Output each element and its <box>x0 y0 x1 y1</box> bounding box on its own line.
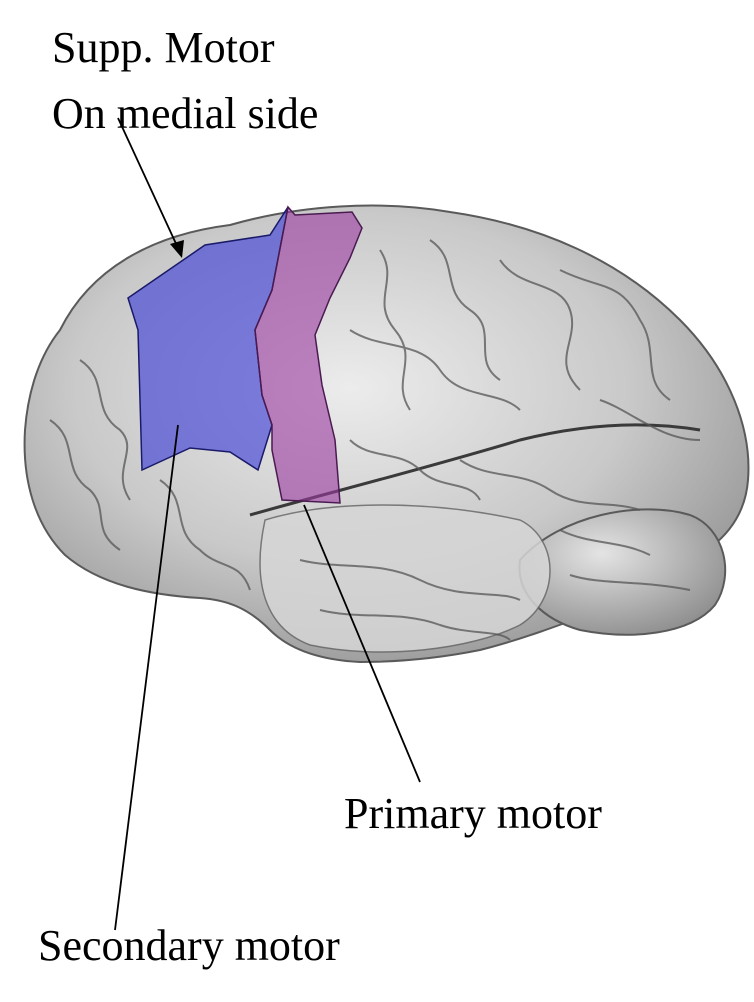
brain-illustration-icon <box>23 204 750 664</box>
supp-motor-label-line1: Supp. Motor <box>52 23 275 72</box>
leader-lines <box>114 117 421 931</box>
secondary-motor-leader <box>114 424 179 931</box>
gyri-texture <box>49 239 701 641</box>
supp-motor-arrowhead <box>170 240 184 258</box>
supp-motor-leader <box>117 117 179 249</box>
temporal-lobe <box>259 504 551 653</box>
primary-motor-label: Primary motor <box>344 789 602 838</box>
supp-motor-label-line2: On medial side <box>52 89 319 138</box>
secondary-motor-label: Secondary motor <box>38 921 340 970</box>
primary-motor-leader <box>303 504 421 783</box>
primary-motor-region <box>254 205 363 504</box>
cerebellum <box>518 508 727 636</box>
